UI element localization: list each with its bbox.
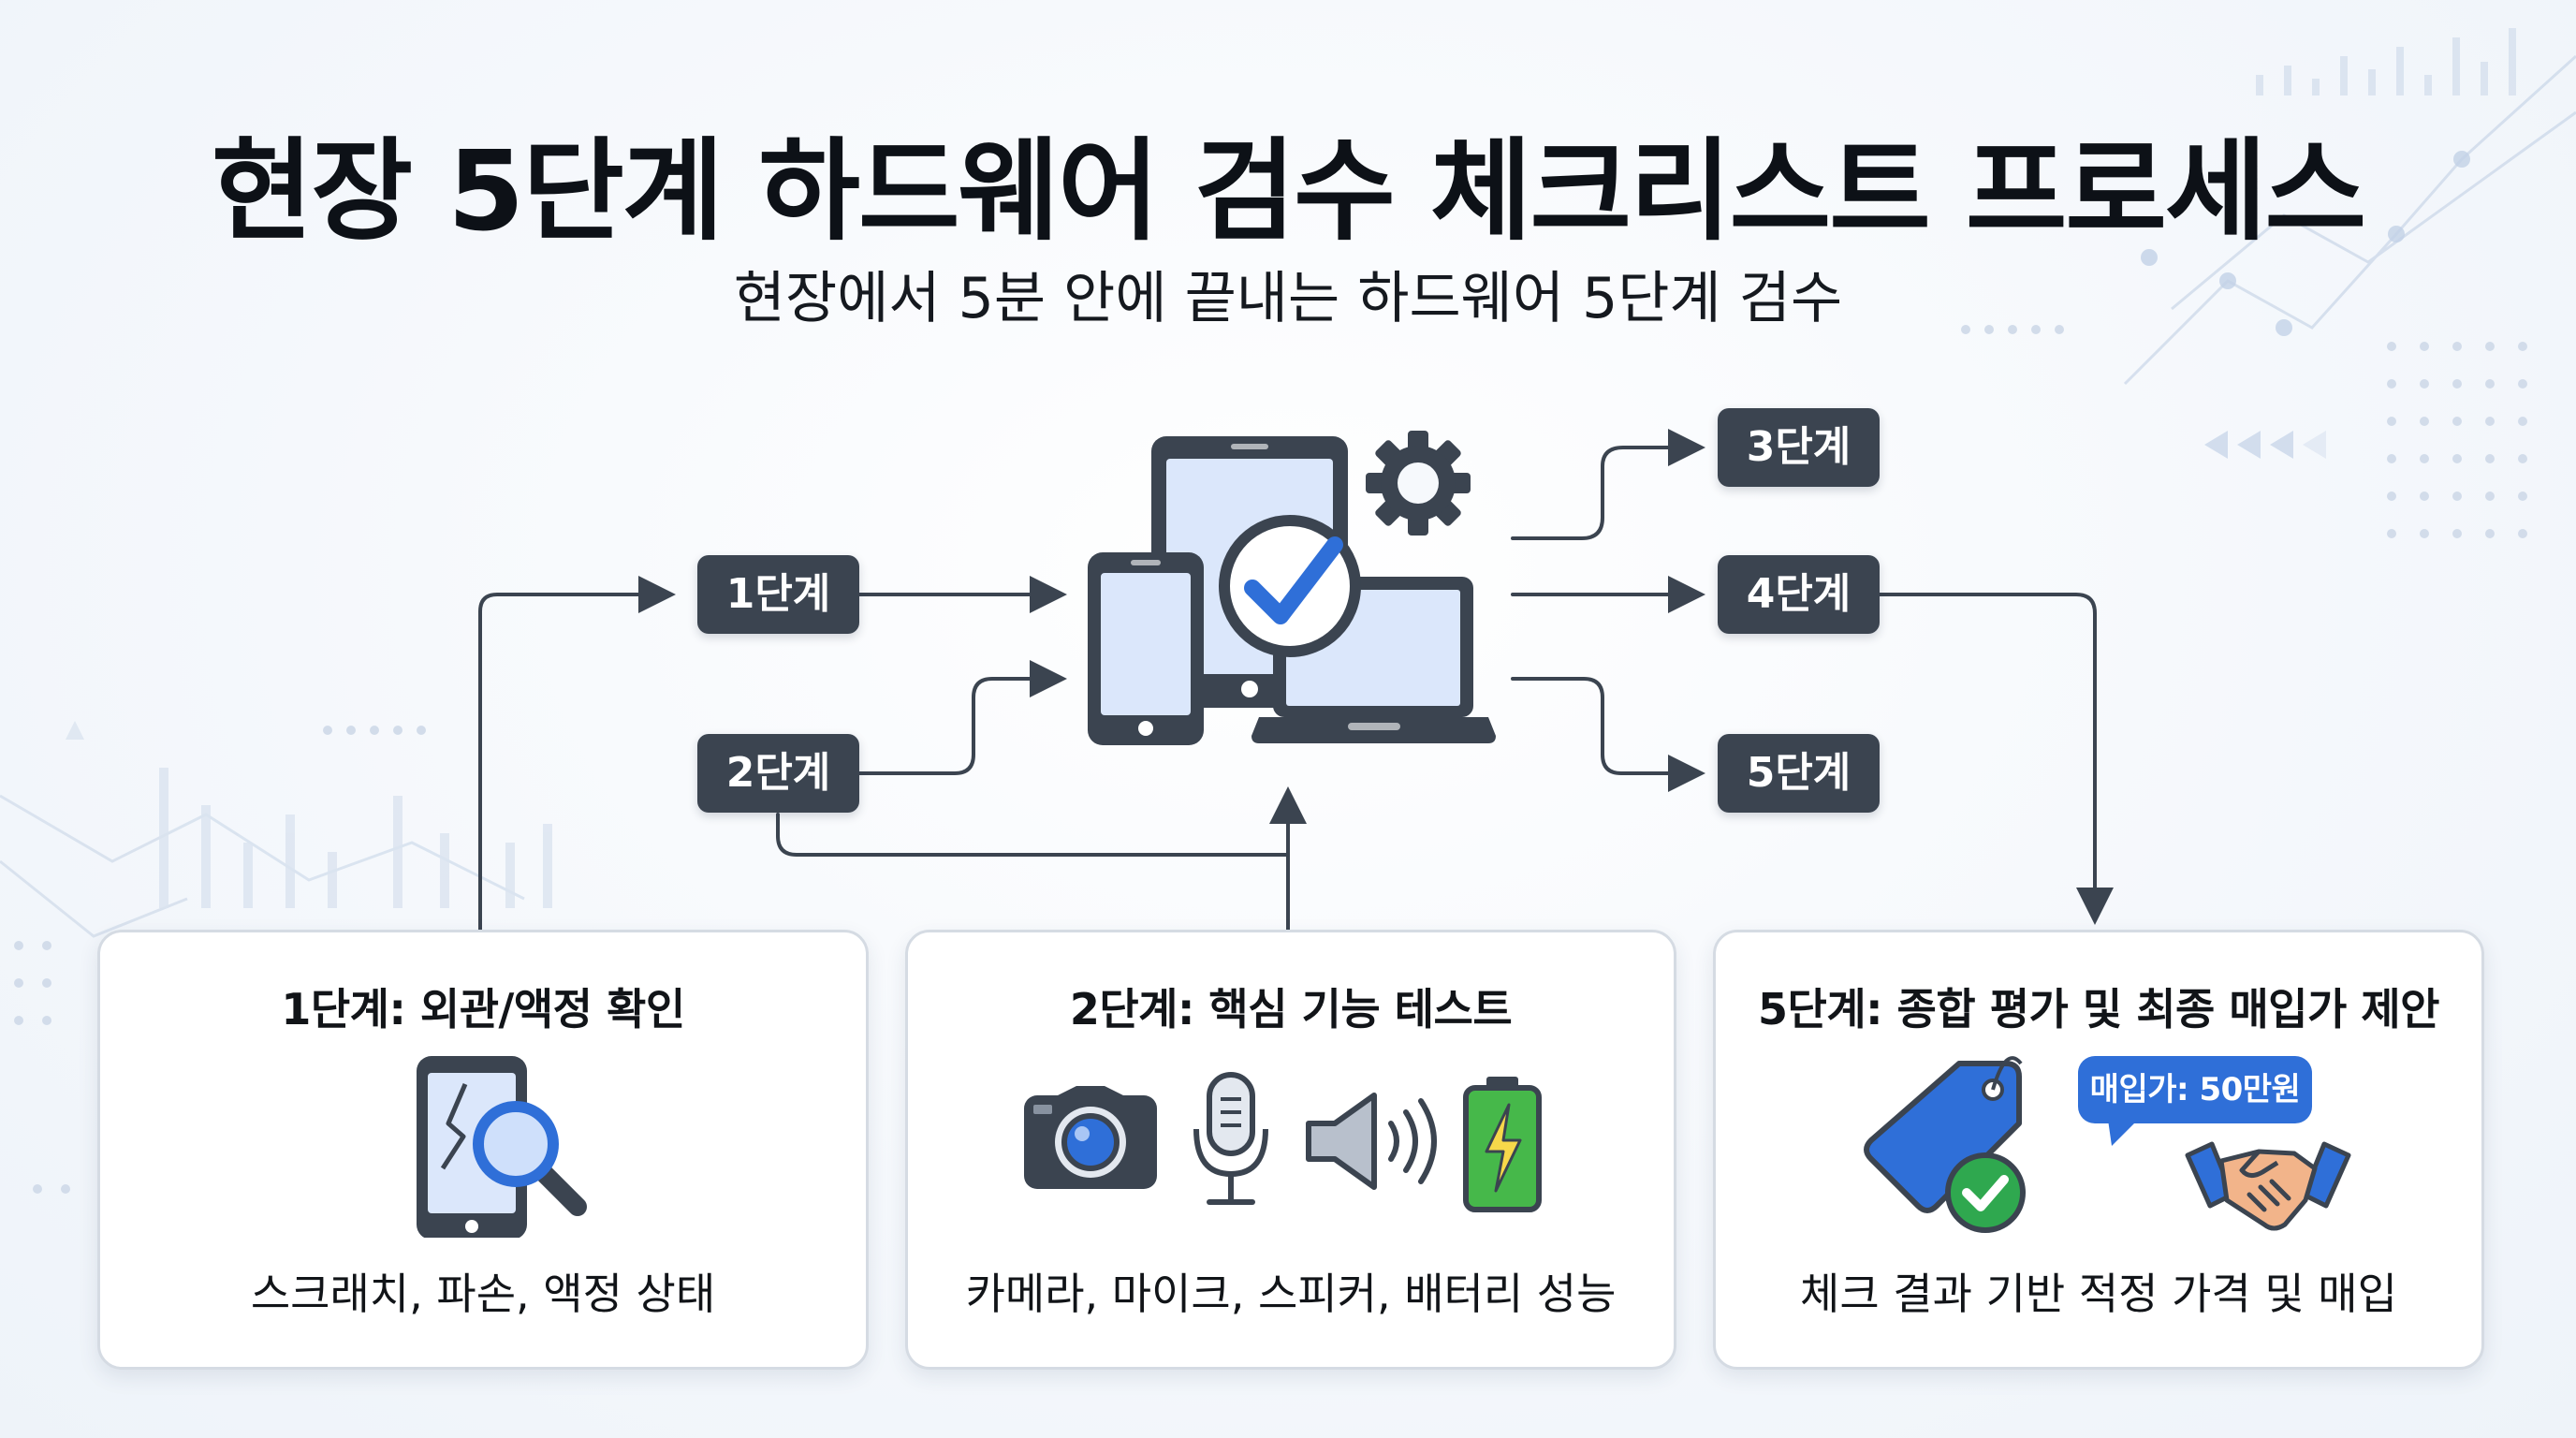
stage-badge-3: 3단계 xyxy=(1718,408,1880,487)
arrow-stage4-to-card5 xyxy=(1878,593,2114,925)
devices-check-icon xyxy=(1088,436,1496,745)
page-title: 현장 5단계 하드웨어 검수 체크리스트 프로세스 xyxy=(211,126,2366,256)
card-description: 스크래치, 파손, 액정 상태 xyxy=(250,1269,716,1319)
card-stage-5: 5단계: 종합 평가 및 최종 매입가 제안 체크 결과 기반 적정 가격 및 … xyxy=(1713,930,2484,1370)
card-description: 카메라, 마이크, 스피커, 배터리 성능 xyxy=(965,1269,1617,1319)
camera-icon xyxy=(1024,1086,1157,1189)
card-stage-1: 1단계: 외관/액정 확인 스크래치, 파손, 액정 상태 xyxy=(97,930,869,1370)
battery-charging-icon xyxy=(1463,1077,1542,1212)
card-title: 1단계: 외관/액정 확인 xyxy=(281,984,685,1034)
stage-badge-4: 4단계 xyxy=(1718,555,1880,634)
arrow-devices-to-stage5 xyxy=(1511,677,1705,792)
card-stage-2: 2단계: 핵심 기능 테스트 카메라, 마이크, 스피커, 배터리 성능 xyxy=(905,930,1676,1370)
arrow-card1-to-stage1 xyxy=(478,576,676,932)
gear-icon xyxy=(1366,431,1471,536)
price-speech-bubble: 매입가: 50만원 xyxy=(2078,1056,2312,1123)
arrow-stage2-to-devices xyxy=(857,660,1067,775)
speaker-icon xyxy=(1306,1093,1437,1190)
price-tag-check-icon xyxy=(1864,1056,2026,1233)
arrow-devices-to-stage3 xyxy=(1511,429,1705,540)
card-title: 2단계: 핵심 기능 테스트 xyxy=(1069,984,1513,1034)
handshake-icon xyxy=(2185,1141,2351,1231)
microphone-icon xyxy=(1193,1072,1268,1205)
stage-badge-1: 1단계 xyxy=(697,555,859,634)
speech-bubble-tail xyxy=(2108,1120,2138,1146)
card-description: 체크 결과 기반 적정 가격 및 매입 xyxy=(1800,1269,2397,1319)
page-subtitle: 현장에서 5분 안에 끝내는 하드웨어 5단계 검수 xyxy=(733,266,1843,331)
cracked-phone-magnifier-icon xyxy=(417,1056,587,1238)
arrow-stage2-loop xyxy=(776,813,1290,857)
stage-badge-2: 2단계 xyxy=(697,734,859,813)
stage-badge-5: 5단계 xyxy=(1718,734,1880,813)
card-title: 5단계: 종합 평가 및 최종 매입가 제안 xyxy=(1758,984,2439,1034)
